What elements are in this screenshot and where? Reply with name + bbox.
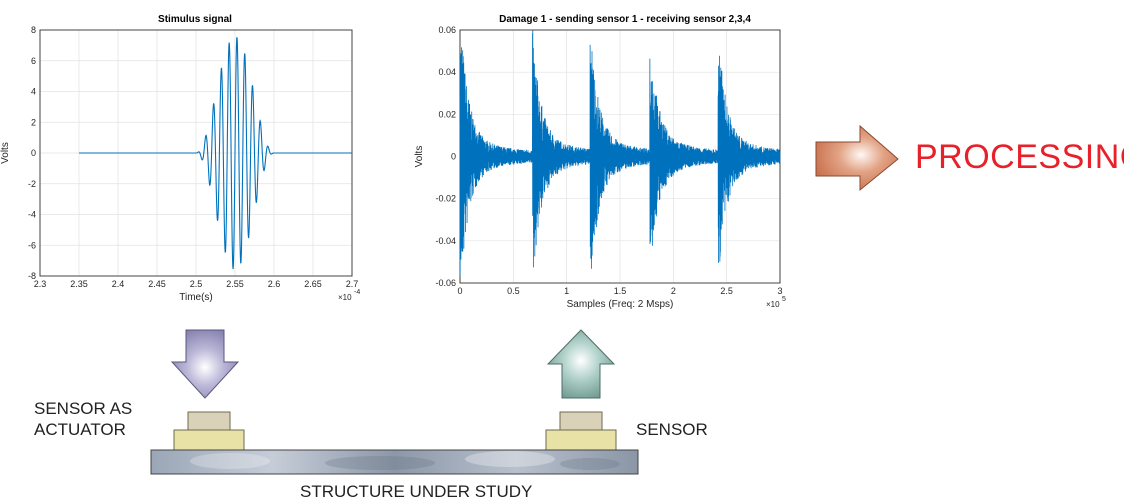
structure-label: STRUCTURE UNDER STUDY bbox=[300, 482, 533, 501]
structure-plate bbox=[150, 449, 639, 475]
stimulus-chart: 2.3 2.35 2.4 2.45 2.5 2.55 2.6 2.65 2.7 8 6 4 2 0 -2 -4… bbox=[0, 25, 360, 303]
x-tick-label: 2.7 bbox=[346, 279, 359, 289]
x-tick-label: 0.5 bbox=[507, 286, 520, 296]
damage-chart: 0 0.5 1 1.5 2 2.5 3 0.06 0.04 0.02 0 -0.02 -0.04 -0.0… bbox=[414, 25, 786, 310]
damage-series-line bbox=[459, 30, 781, 276]
x-tick-label: 2.3 bbox=[34, 279, 47, 289]
x-tick-label: 1 bbox=[564, 286, 569, 296]
y-tick-label: 4 bbox=[31, 87, 36, 97]
processing-arrow-icon bbox=[815, 124, 899, 192]
x-axis-label: Samples (Freq: 2 Msps) bbox=[567, 299, 674, 310]
output-up-arrow-icon bbox=[546, 329, 616, 399]
damage-chart-title: Damage 1 - sending sensor 1 - receiving … bbox=[499, 14, 751, 25]
actuator-label-line1: SENSOR AS bbox=[34, 399, 133, 418]
y-tick-label: 0.02 bbox=[438, 109, 456, 119]
y-tick-label: 8 bbox=[31, 25, 36, 35]
y-tick-label: 0 bbox=[451, 152, 456, 162]
stimulus-chart-title: Stimulus signal bbox=[158, 14, 232, 25]
y-tick-label: -0.02 bbox=[435, 194, 456, 204]
processing-label: PROCESSING bbox=[915, 138, 1124, 176]
x-exponent-label: -4 bbox=[354, 289, 360, 296]
x-axis-label: Time(s) bbox=[179, 292, 213, 303]
x-tick-label: 2.55 bbox=[226, 279, 244, 289]
x-tick-label: 3 bbox=[777, 286, 782, 296]
y-tick-label: 0.04 bbox=[438, 67, 456, 77]
y-tick-label: -8 bbox=[28, 271, 36, 281]
y-tick-label: -6 bbox=[28, 240, 36, 250]
x-tick-label: 2.6 bbox=[268, 279, 281, 289]
input-down-arrow-icon bbox=[170, 329, 240, 399]
x-tick-label: 2.5 bbox=[720, 286, 733, 296]
y-tick-label: 6 bbox=[31, 56, 36, 66]
y-tick-label: 0.06 bbox=[438, 25, 456, 35]
sensor-label: SENSOR bbox=[636, 420, 708, 439]
x-tick-label: 2.65 bbox=[304, 279, 322, 289]
y-tick-label: -0.04 bbox=[435, 236, 456, 246]
actuator-label-line2: ACTUATOR bbox=[34, 420, 126, 439]
x-multiplier-label: ×10 bbox=[766, 300, 780, 309]
x-tick-label: 0 bbox=[457, 286, 462, 296]
y-tick-label: 2 bbox=[31, 117, 36, 127]
y-tick-label: -2 bbox=[28, 179, 36, 189]
x-tick-label: 2.35 bbox=[70, 279, 88, 289]
x-tick-label: 2 bbox=[671, 286, 676, 296]
y-tick-label: 0 bbox=[31, 148, 36, 158]
x-tick-label: 1.5 bbox=[614, 286, 627, 296]
x-exponent-label: 5 bbox=[782, 296, 786, 303]
actuator-sensor bbox=[173, 411, 245, 451]
y-axis-label: Volts bbox=[414, 146, 425, 168]
y-tick-label: -4 bbox=[28, 210, 36, 220]
x-tick-label: 2.4 bbox=[112, 279, 125, 289]
receiving-sensor bbox=[545, 411, 617, 451]
y-tick-label: -0.06 bbox=[435, 278, 456, 288]
x-multiplier-label: ×10 bbox=[338, 293, 352, 302]
x-tick-label: 2.45 bbox=[148, 279, 166, 289]
y-axis-label: Volts bbox=[0, 142, 11, 164]
stimulus-series-line bbox=[79, 37, 352, 270]
x-tick-label: 2.5 bbox=[190, 279, 203, 289]
